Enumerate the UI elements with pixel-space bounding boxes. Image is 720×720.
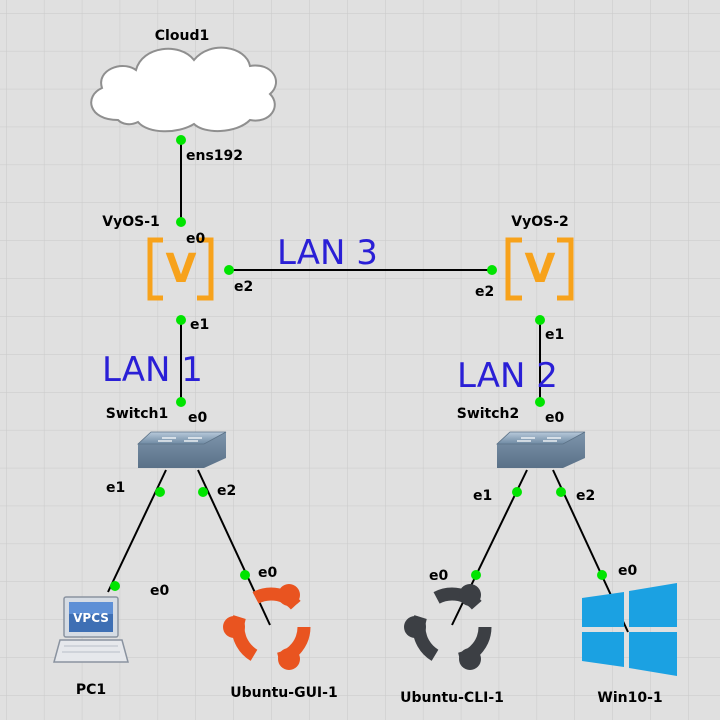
cloud-icon [90, 46, 277, 133]
port-label: e2 [475, 284, 494, 300]
port-dot[interactable] [535, 315, 545, 325]
vyos1-label: VyOS-1 [102, 214, 160, 230]
vyos1-node[interactable]: V VyOS-1 [102, 214, 214, 301]
router-icon [505, 237, 574, 301]
port-label: e0 [429, 568, 448, 584]
lan2-label: LAN 2 [457, 356, 558, 396]
port-dot[interactable] [224, 265, 234, 275]
port-dot[interactable] [556, 487, 566, 497]
port-dot[interactable] [110, 581, 120, 591]
port-label: e0 [618, 563, 637, 579]
switch-icon [136, 431, 227, 468]
port-dot[interactable] [155, 487, 165, 497]
vyos1-glyph: V [166, 246, 197, 292]
port-dot[interactable] [198, 487, 208, 497]
port-dot[interactable] [487, 265, 497, 275]
port-dot[interactable] [176, 397, 186, 407]
vpcs-screen-text: VPCS [73, 611, 109, 625]
port-dot[interactable] [240, 570, 250, 580]
router-icon [147, 237, 214, 301]
switch1-node[interactable]: Switch1 [106, 406, 227, 468]
switch-icon [495, 431, 586, 468]
lan1-label: LAN 1 [102, 350, 203, 390]
cloud1-node[interactable]: Cloud1 [90, 28, 277, 133]
port-label: ens192 [186, 148, 243, 164]
lan3-label: LAN 3 [277, 233, 378, 273]
port-labels: ens192 e0 e2 e1 e2 e1 e0 e0 e1 e2 e1 e2 … [106, 148, 637, 599]
port-label: e2 [217, 483, 236, 499]
pc1-label: PC1 [76, 682, 106, 698]
port-label: e0 [258, 565, 277, 581]
port-dot[interactable] [176, 135, 186, 145]
switch2-label: Switch2 [457, 406, 520, 422]
port-dots [110, 135, 607, 591]
port-dot[interactable] [512, 487, 522, 497]
switch1-label: Switch1 [106, 406, 169, 422]
port-label: e0 [188, 410, 207, 426]
port-label: e1 [473, 488, 492, 504]
ubuntu-logo-icon [404, 584, 492, 670]
switch2-node[interactable]: Switch2 [457, 406, 586, 468]
lan-labels: LAN 3 LAN 1 LAN 2 [102, 233, 558, 396]
vyos2-glyph: V [525, 246, 556, 292]
port-dot[interactable] [471, 570, 481, 580]
ubuntu-logo-icon [223, 584, 311, 670]
ubuntu-gui-node[interactable]: Ubuntu-GUI-1 [223, 584, 338, 701]
ubuntu-cli-label: Ubuntu-CLI-1 [400, 690, 504, 706]
port-label: e0 [186, 231, 205, 247]
port-dot[interactable] [535, 397, 545, 407]
port-label: e1 [545, 327, 564, 343]
port-label: e0 [545, 410, 564, 426]
port-label: e1 [106, 480, 125, 496]
port-dot[interactable] [597, 570, 607, 580]
win10-node[interactable]: Win10-1 [582, 583, 677, 706]
vpcs-laptop-icon [53, 596, 129, 663]
port-label: e1 [190, 317, 209, 333]
ubuntu-gui-label: Ubuntu-GUI-1 [230, 685, 337, 701]
pc1-node[interactable]: VPCS PC1 [53, 596, 129, 698]
ubuntu-cli-node[interactable]: Ubuntu-CLI-1 [400, 584, 504, 706]
port-label: e2 [234, 279, 253, 295]
port-dot[interactable] [176, 315, 186, 325]
win10-label: Win10-1 [597, 690, 662, 706]
port-label: e2 [576, 488, 595, 504]
windows-logo-icon [582, 583, 677, 676]
port-label: e0 [150, 583, 169, 599]
vyos2-node[interactable]: V VyOS-2 [505, 214, 574, 301]
cloud1-label: Cloud1 [155, 28, 209, 44]
port-dot[interactable] [176, 217, 186, 227]
vyos2-label: VyOS-2 [511, 214, 569, 230]
